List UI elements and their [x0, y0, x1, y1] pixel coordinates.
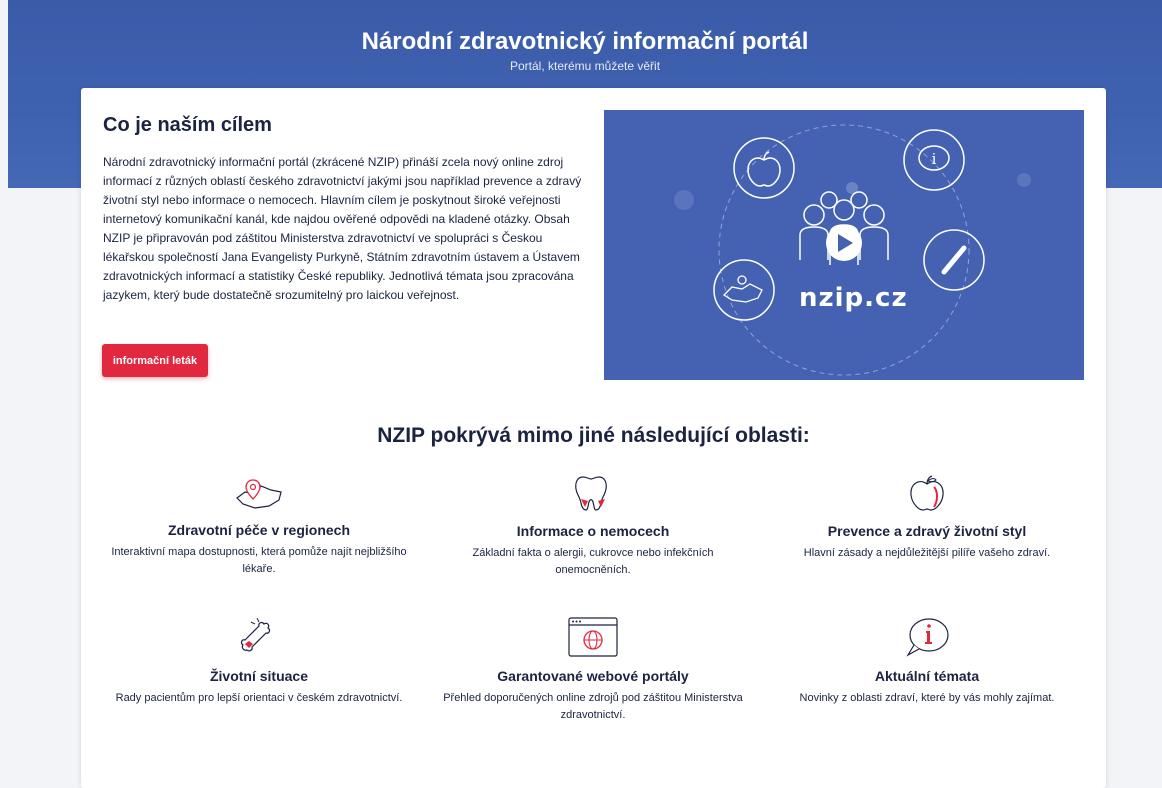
- video-illustration: i: [674, 124, 1031, 376]
- intro-video[interactable]: i: [604, 110, 1084, 380]
- apple-icon: [910, 475, 944, 511]
- info-bubble-icon: [906, 618, 949, 657]
- video-bone-icon: [923, 229, 985, 291]
- area-desc: Hlavní zásady a nejdůležitější pilíře va…: [803, 547, 1051, 559]
- area-diseases[interactable]: Informace o nemocech Základní fakta o al…: [443, 473, 743, 579]
- area-prevention[interactable]: Prevence a zdravý životní styl Hlavní zá…: [777, 473, 1077, 562]
- map-pin-icon: [236, 479, 282, 509]
- area-desc: Základní fakta o alergii, cukrovce nebo …: [472, 547, 714, 576]
- area-desc: Přehled doporučených online zdrojů pod z…: [443, 692, 743, 721]
- about-text: Národní zdravotnický informační portál (…: [103, 155, 582, 302]
- content-card: Co je naším cílem Národní zdravotnický i…: [81, 88, 1106, 788]
- area-title[interactable]: Zdravotní péče v regionech: [167, 522, 351, 538]
- area-life-situations[interactable]: Životní situace Rady pacientům pro lepší…: [109, 614, 409, 707]
- area-desc: Interaktivní mapa dostupnosti, která pom…: [111, 546, 407, 575]
- leaflet-button[interactable]: informační leták: [102, 344, 208, 377]
- video-logo: nzip.cz: [799, 283, 908, 313]
- area-title[interactable]: Aktuální témata: [874, 668, 980, 684]
- area-desc: Rady pacientům pro lepší orientaci v čes…: [115, 692, 403, 704]
- video-apple-icon: [733, 137, 795, 199]
- area-portals[interactable]: Garantované webové portály Přehled dopor…: [443, 616, 743, 724]
- svg-text:i: i: [932, 150, 937, 168]
- tooth-icon: [575, 476, 607, 511]
- area-desc: Novinky z oblasti zdraví, které by vás m…: [799, 692, 1055, 704]
- page-subtitle: Portál, kterému můžete věřit: [509, 59, 661, 73]
- browser-globe-icon: [568, 617, 618, 657]
- area-regions[interactable]: Zdravotní péče v regionech Interaktivní …: [109, 476, 409, 578]
- about-title: Co je naším cílem: [103, 114, 272, 136]
- video-play-icon[interactable]: [826, 225, 862, 261]
- area-title[interactable]: Garantované webové portály: [497, 668, 689, 684]
- area-title[interactable]: Prevence a zdravý životní styl: [827, 523, 1027, 539]
- area-current-topics[interactable]: Aktuální témata Novinky z oblasti zdraví…: [777, 616, 1077, 707]
- bone-icon: [240, 617, 271, 652]
- page-title: Národní zdravotnický informační portál: [361, 28, 809, 55]
- area-title[interactable]: Životní situace: [209, 668, 309, 684]
- video-map-icon: [713, 259, 775, 321]
- areas-title: NZIP pokrývá mimo jiné následující oblas…: [377, 424, 810, 447]
- video-info-icon: i: [903, 129, 965, 191]
- area-title[interactable]: Informace o nemocech: [516, 523, 670, 539]
